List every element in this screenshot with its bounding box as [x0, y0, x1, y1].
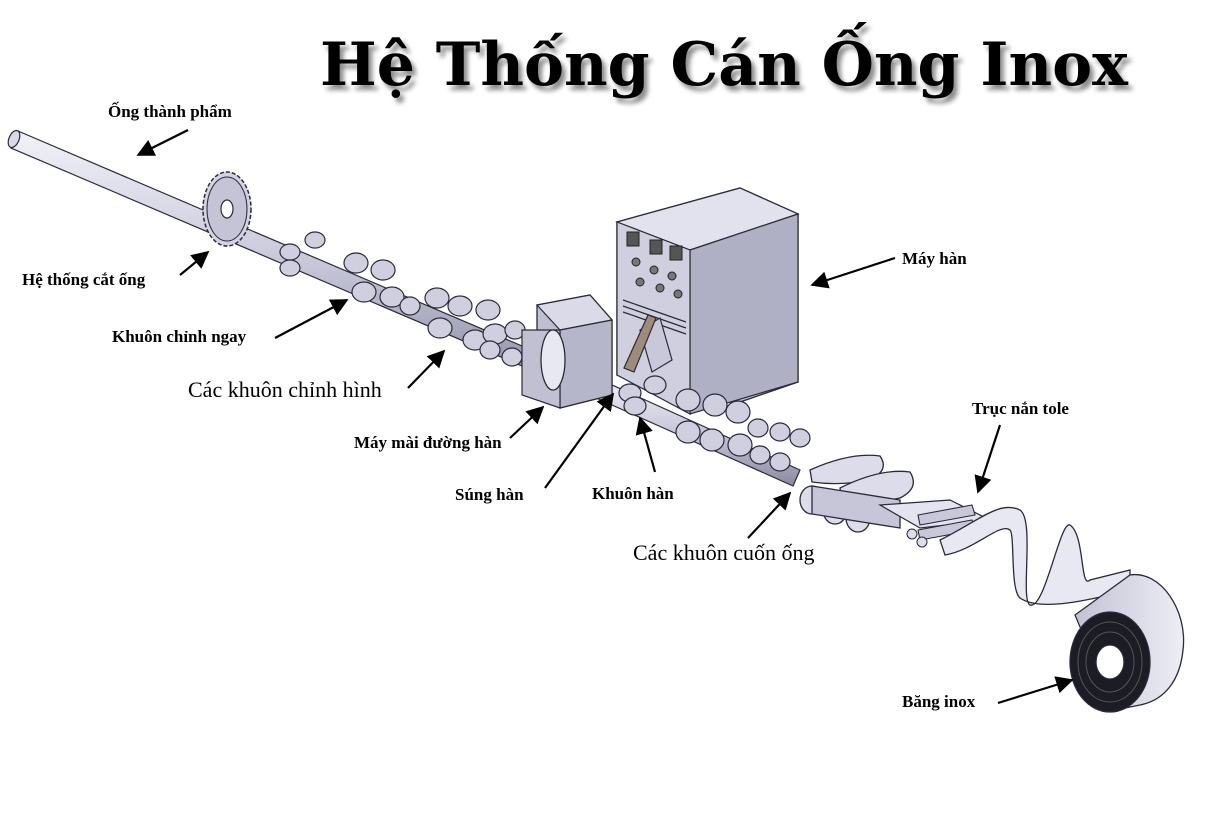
diagram-title: Hệ Thống Cán Ống Inox: [320, 30, 1128, 100]
label-shaping-dies: Các khuôn chỉnh hình: [188, 377, 382, 402]
steel-strip-loop-shape: [939, 506, 1131, 606]
label-sheet-rollers: Trục nắn tole: [972, 399, 1069, 418]
saw-blade-shape: [202, 171, 252, 247]
sheet-rollers-shape: [877, 499, 993, 548]
label-weld-grinder: Máy mài đường hàn: [354, 433, 502, 452]
arrow-rolling-dies: [747, 491, 792, 539]
label-rolling-dies: Các khuôn cuốn ống: [633, 540, 815, 565]
welding-die-rollers: [618, 375, 667, 416]
arrow-cutting-system: [179, 250, 210, 276]
annotation-arrows: [136, 129, 1074, 705]
arrow-finished-pipe: [136, 129, 189, 156]
arrow-weld-grinder: [509, 405, 545, 439]
label-welding-die: Khuôn hàn: [592, 484, 674, 503]
arrow-welding-machine: [810, 256, 896, 289]
label-straightening-die: Khuôn chỉnh ngay: [112, 327, 247, 346]
label-cutting-system: Hệ thống cắt ống: [22, 270, 146, 289]
welding-machine-shape: [615, 187, 800, 416]
arrow-shaping-dies: [407, 349, 446, 389]
label-finished-pipe: Ống thành phẩm: [108, 102, 232, 121]
steel-coil-shape: [1069, 574, 1185, 713]
arrow-sheet-rollers: [974, 424, 1002, 494]
label-welding-machine: Máy hàn: [902, 249, 967, 268]
straightening-rollers: [279, 231, 526, 367]
weld-grinder-shape: [521, 294, 614, 409]
arrow-welding-die: [635, 416, 657, 473]
label-welding-gun: Súng hàn: [455, 485, 524, 504]
welding-torch-shape: [623, 314, 673, 373]
arrow-welding-gun: [544, 392, 615, 489]
rolling-dies-shape: [799, 454, 914, 533]
forming-rollers: [675, 388, 811, 472]
arrow-straightening-die: [274, 299, 349, 339]
label-steel-strip: Băng inox: [902, 692, 976, 711]
arrow-steel-strip: [997, 676, 1074, 705]
